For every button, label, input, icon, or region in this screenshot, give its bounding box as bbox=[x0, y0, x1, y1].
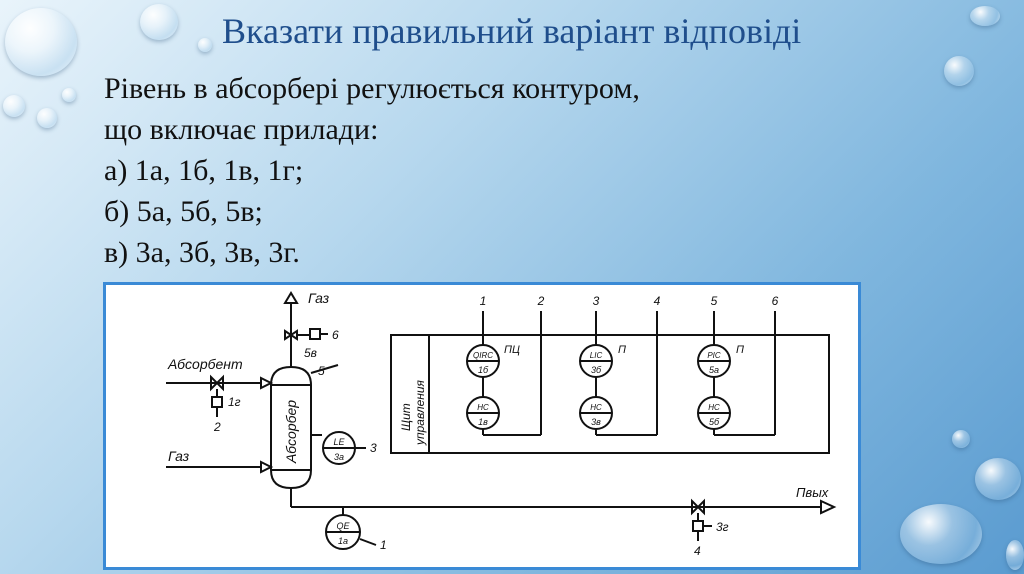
label-group-2: П bbox=[618, 344, 626, 356]
label-le: LE bbox=[333, 437, 345, 447]
column-number: 5 bbox=[711, 294, 718, 308]
label-qirc: QIRC bbox=[473, 351, 493, 360]
answer-option-a[interactable]: а) 1а, 1б, 1в, 1г; bbox=[104, 154, 304, 187]
water-drop-decoration bbox=[944, 56, 974, 86]
label-5b: 5в bbox=[304, 346, 317, 360]
process-diagram-svg: Газ 6 5в Абсорбент 1г 2 Газ 5 Абсорбер L… bbox=[166, 290, 837, 558]
label-lic: LIC bbox=[590, 351, 603, 360]
label-hc: НС bbox=[590, 403, 602, 412]
label-6: 6 bbox=[332, 328, 339, 342]
water-drop-decoration bbox=[5, 8, 77, 76]
label-panel-1: Щит bbox=[399, 403, 413, 431]
water-drop-decoration bbox=[952, 430, 970, 448]
water-drop-decoration bbox=[1006, 540, 1024, 570]
label-absorbent: Абсорбент bbox=[167, 356, 243, 372]
label-3b: 3б bbox=[591, 365, 602, 375]
label-qe: QE bbox=[336, 521, 350, 531]
question-line: Рівень в абсорбері регулюється контуром, bbox=[104, 72, 640, 105]
label-pic: PIC bbox=[707, 351, 721, 360]
label-3v: 3в bbox=[591, 417, 601, 427]
label-group-3: П bbox=[736, 344, 744, 356]
label-group-1: ПЦ bbox=[504, 344, 520, 356]
label-5b: 5б bbox=[709, 417, 720, 427]
label-3g: 3г bbox=[716, 520, 729, 534]
question-text: Рівень в абсорбері регулюється контуром,… bbox=[104, 68, 640, 273]
question-line: що включає прилади: bbox=[104, 113, 379, 146]
label-out: Пвых bbox=[796, 485, 829, 500]
arrow-right-icon bbox=[260, 376, 274, 390]
label-5a: 5а bbox=[709, 365, 719, 375]
arrow-up-icon bbox=[283, 291, 299, 304]
water-drop-decoration bbox=[900, 504, 982, 564]
column-number: 1 bbox=[480, 294, 487, 308]
label-panel-2: управления bbox=[413, 379, 427, 446]
label-4: 4 bbox=[694, 544, 701, 558]
label-5: 5 bbox=[318, 364, 325, 378]
column-number: 4 bbox=[654, 294, 661, 308]
slide-title: Вказати правильний варіант відповіді bbox=[222, 11, 802, 51]
label-absorber: Абсорбер bbox=[283, 400, 299, 464]
column-number: 2 bbox=[537, 294, 545, 308]
label-gas-top: Газ bbox=[308, 290, 330, 306]
label-3: 3 bbox=[370, 441, 377, 455]
label-hc: НС bbox=[477, 403, 489, 412]
label-1: 1 bbox=[380, 538, 387, 552]
column-number: 6 bbox=[772, 294, 779, 308]
water-drop-decoration bbox=[975, 458, 1021, 500]
label-3a: 3а bbox=[334, 452, 344, 462]
water-drop-decoration bbox=[140, 4, 178, 40]
column-number: 3 bbox=[593, 294, 600, 308]
label-1v: 1в bbox=[478, 417, 488, 427]
water-drop-decoration bbox=[198, 38, 212, 52]
label-1a: 1а bbox=[338, 536, 348, 546]
label-hc: НС bbox=[708, 403, 720, 412]
label-1g: 1г bbox=[228, 395, 241, 409]
label-2: 2 bbox=[213, 420, 221, 434]
water-drop-decoration bbox=[3, 95, 25, 117]
label-1b: 1б bbox=[478, 365, 489, 375]
answer-option-c[interactable]: в) 3а, 3б, 3в, 3г. bbox=[104, 236, 300, 269]
arrow-right-icon bbox=[820, 499, 837, 515]
water-drop-decoration bbox=[62, 88, 76, 102]
label-gas-in: Газ bbox=[168, 448, 190, 464]
water-drop-decoration bbox=[970, 6, 1000, 26]
water-drop-decoration bbox=[37, 108, 57, 128]
process-diagram: Газ 6 5в Абсорбент 1г 2 Газ 5 Абсорбер L… bbox=[103, 282, 861, 570]
answer-option-b[interactable]: б) 5а, 5б, 5в; bbox=[104, 195, 263, 228]
arrow-right-icon bbox=[260, 460, 274, 474]
